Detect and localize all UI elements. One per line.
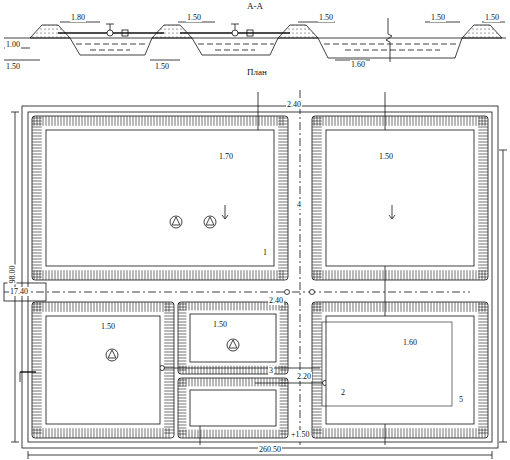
slope-hatching — [32, 302, 174, 438]
embankment-inner — [46, 130, 274, 266]
level-mark: 1.50 — [100, 322, 116, 331]
level-mark: 1.50 — [5, 62, 21, 71]
embankment-outer — [178, 302, 288, 374]
level-mark: 17.40 — [9, 287, 29, 296]
level-mark: 2.40 — [286, 100, 302, 109]
level-mark: 1.50 — [154, 62, 170, 71]
callout-number: 4 — [296, 200, 302, 209]
slope-hatching — [32, 116, 288, 280]
slope-hatching — [312, 116, 488, 280]
level-mark: 1.50 — [186, 13, 202, 22]
level-mark: 1.50 — [430, 13, 446, 22]
level-mark: 1.60 — [350, 60, 366, 69]
level-mark: 1.50 — [378, 152, 394, 161]
well-symbols — [106, 205, 395, 361]
embankment-inner — [190, 314, 276, 362]
embankment-inner — [326, 130, 474, 266]
embankment-outer — [32, 302, 174, 438]
level-mark: 1.00 — [5, 40, 21, 49]
callout-number: 1 — [262, 248, 268, 257]
callout-number: 5 — [458, 395, 464, 404]
embankment-outer — [32, 116, 288, 280]
level-mark: 1.50 — [212, 320, 228, 329]
level-mark: 1.70 — [218, 152, 234, 161]
slope-hatching — [312, 302, 488, 438]
slope-hatching — [178, 378, 288, 438]
pond-embankments — [32, 116, 488, 438]
dimension: 98.00 — [8, 265, 17, 285]
embankment-inner — [190, 390, 276, 426]
level-mark: 1.80 — [70, 13, 86, 22]
inner-contour — [322, 322, 452, 406]
level-mark: 1.50 — [484, 13, 500, 22]
plan-title: План — [246, 68, 268, 77]
level-mark: 1.60 — [402, 338, 418, 347]
level-mark: 2.20 — [296, 372, 312, 381]
embankment-outer — [178, 378, 288, 438]
embankment-inner — [46, 316, 160, 424]
callout-number: 2 — [340, 388, 346, 397]
slope-hatching — [178, 302, 288, 374]
level-mark: +1.50 — [290, 430, 311, 439]
level-mark: 260.50 — [258, 445, 282, 454]
section-title: А-А — [246, 2, 264, 11]
level-mark: 1.50 — [318, 13, 334, 22]
callout-number: 3 — [268, 366, 274, 375]
section-view — [4, 18, 506, 62]
embankment-outer — [312, 116, 488, 280]
level-mark: 2.40 — [268, 296, 284, 305]
plan-view — [4, 90, 507, 459]
embankment-outer — [312, 302, 488, 438]
